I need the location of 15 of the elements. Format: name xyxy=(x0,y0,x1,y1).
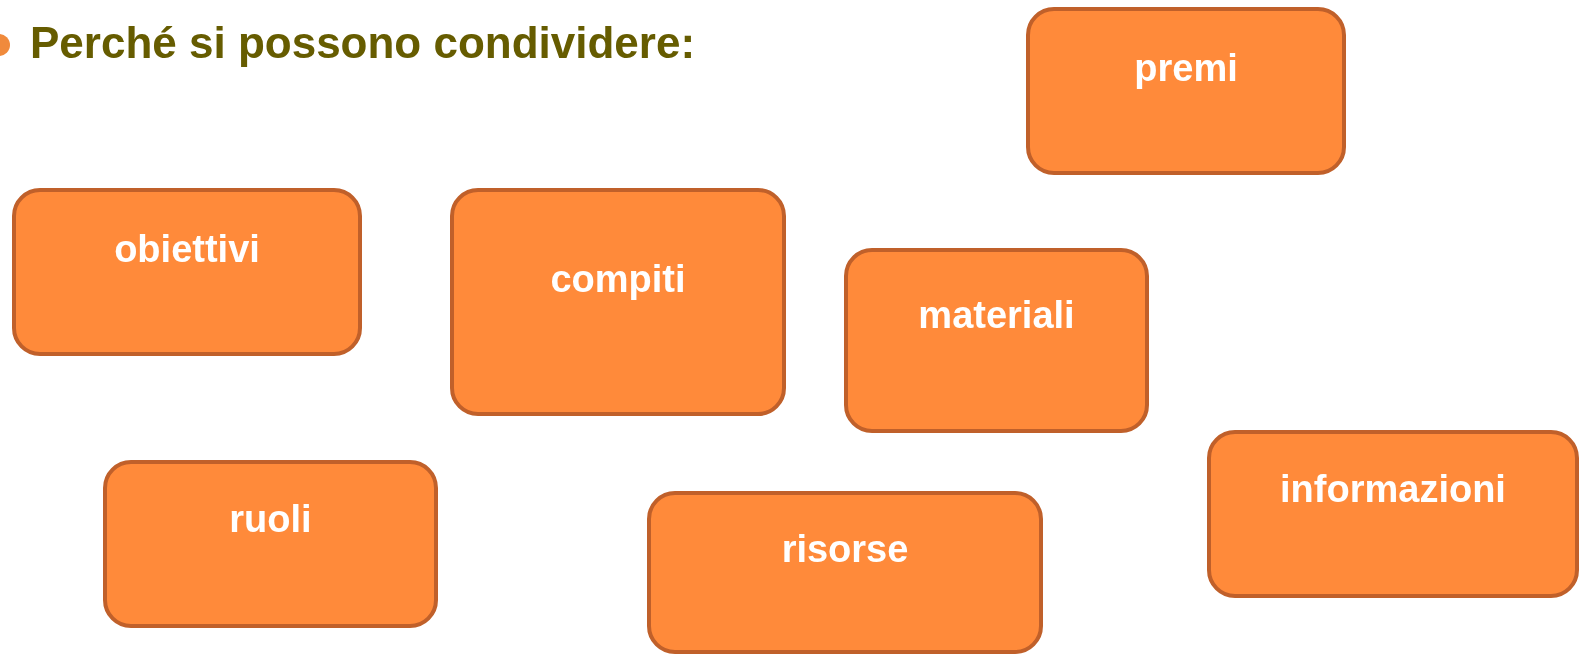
box-label: obiettivi xyxy=(114,227,260,272)
box-label: premi xyxy=(1134,46,1238,91)
rounded-box xyxy=(12,188,362,356)
box-label: materiali xyxy=(918,293,1075,338)
box-label: informazioni xyxy=(1280,467,1506,512)
box-label: risorse xyxy=(781,527,909,572)
rounded-box xyxy=(103,460,438,628)
box-label: ruoli xyxy=(229,497,312,542)
rounded-box xyxy=(1207,430,1579,598)
rounded-box xyxy=(647,491,1043,654)
rounded-box xyxy=(1026,7,1346,175)
box-label: compiti xyxy=(550,257,686,302)
title: Perché si possono condividere: xyxy=(30,17,696,69)
rounded-box xyxy=(844,248,1149,433)
rounded-box xyxy=(450,188,786,416)
